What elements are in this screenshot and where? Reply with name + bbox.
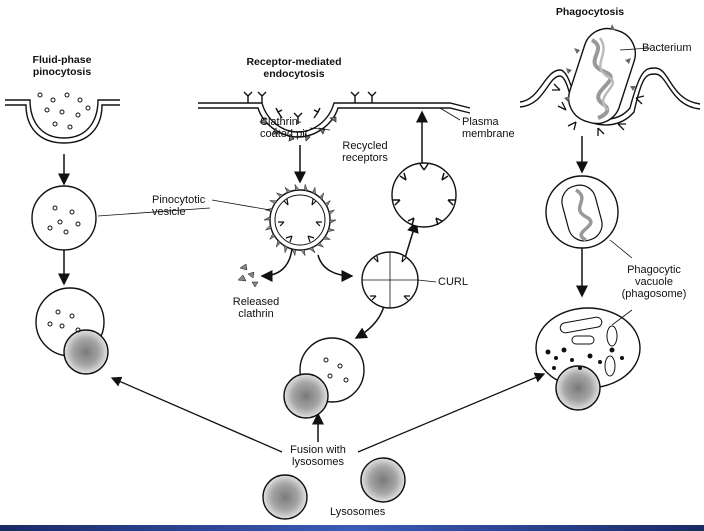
plasma-membrane-middle-inner <box>198 107 471 138</box>
clathrin-spike <box>328 209 336 216</box>
clathrin-spike <box>264 224 272 231</box>
pinocytosis-membrane-inner <box>5 104 120 144</box>
clathrin-spike <box>276 239 281 249</box>
clathrin-spike <box>300 249 306 257</box>
recycled-receptor-vesicle <box>391 162 457 228</box>
released-clathrin-bits <box>237 263 259 288</box>
clathrin-spike <box>268 200 278 205</box>
label-clathrin-coated-pit: Clathrin-coated pit <box>260 116 308 140</box>
label-curl: CURL <box>438 276 468 288</box>
pinocytotic-vesicle <box>31 185 97 251</box>
clathrin-spike <box>303 183 309 192</box>
clathrin-spike <box>312 186 316 195</box>
clathrin-spike <box>291 248 297 257</box>
arrow-to-curl <box>317 254 354 282</box>
clathrin-spike <box>284 245 288 254</box>
arrow-curl-down <box>354 305 385 339</box>
clathrin-spike <box>329 219 337 225</box>
pinocytosis-membrane <box>5 99 120 139</box>
clathrin-spike <box>275 192 284 198</box>
arrow-to-clathrin <box>260 247 293 282</box>
phago-lysosome <box>555 365 601 411</box>
label-lysosomes: Lysosomes <box>330 506 386 518</box>
label-recycled-receptors: Recycled receptors <box>342 140 388 164</box>
clathrin-spike <box>322 235 332 240</box>
header-phagocytosis: Phagocytosis <box>555 6 625 18</box>
clathrin-spike <box>324 199 331 208</box>
plasma-membrane-middle <box>198 102 471 133</box>
bottom-bar <box>0 525 704 531</box>
label-released-clathrin: Released clathrin <box>232 296 280 320</box>
clathrin-spike <box>316 242 325 248</box>
label-phagocytic-vacuole: Phagocytic vacuole (phagosome) <box>621 264 687 300</box>
rme-lysosome <box>283 373 329 419</box>
label-bacterium: Bacterium <box>642 42 692 54</box>
lysosome-2 <box>360 457 406 503</box>
arrow-to-recycled <box>404 220 419 259</box>
header-fluid-phase: Fluid-phase pinocytosis <box>32 54 92 78</box>
lysosome-1 <box>262 474 308 520</box>
phagocytosis-membrane-inner <box>519 73 701 126</box>
label-fusion-with-lysosomes: Fusion with lysosomes <box>290 444 346 468</box>
clathrin-spike <box>269 232 276 241</box>
header-receptor-mediated: Receptor-mediated endocytosis <box>246 56 342 80</box>
arrow-fusion-right <box>357 372 546 453</box>
clathrin-spike <box>294 183 300 191</box>
label-plasma-membrane: Plasma membrane <box>462 116 515 140</box>
clathrin-spike <box>308 246 316 254</box>
arrow-fusion-left <box>110 376 283 453</box>
clathrin-spike <box>263 215 271 221</box>
clathrin-spike <box>284 186 292 194</box>
label-pinocytotic-vesicle: Pinocytotic vesicle <box>152 194 206 218</box>
pino-lysosome <box>63 329 109 375</box>
clathrin-spike <box>319 191 324 201</box>
clathrin-spike <box>327 228 336 233</box>
bacterium-top <box>567 27 637 125</box>
